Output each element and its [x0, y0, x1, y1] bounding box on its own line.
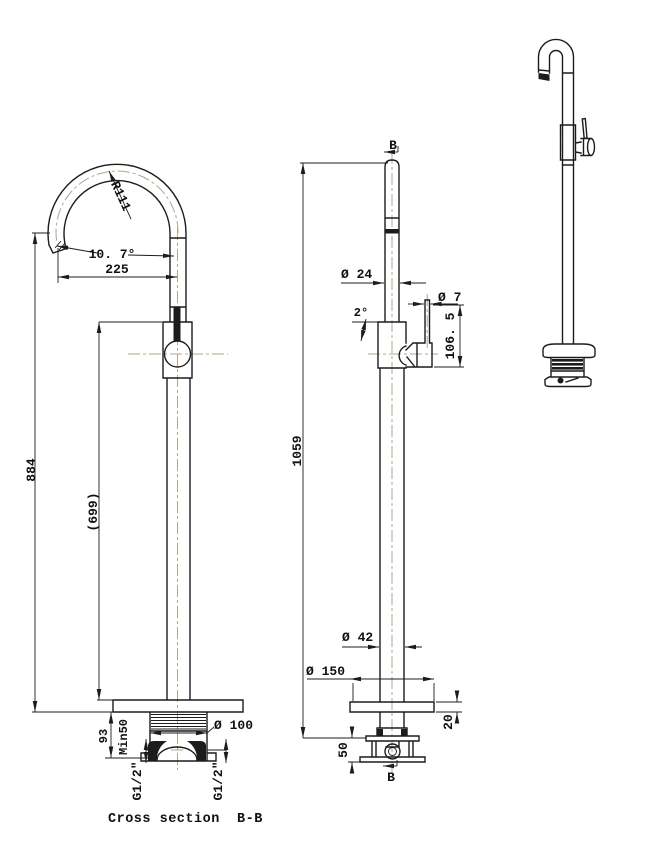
- cartridge-stem: [173, 307, 181, 341]
- label-total-height: 1059: [290, 435, 305, 466]
- column-seam-band: [385, 229, 399, 234]
- extension-lines-left: [32, 232, 226, 759]
- cross-section-view: R111 10. 7° 225 884 (699) 93 Min50 Ø 100…: [24, 163, 263, 827]
- label-radius: R111: [107, 179, 134, 214]
- section-label-bottom: B: [387, 770, 395, 785]
- spout-tip-hatch: [54, 240, 66, 251]
- dim-2deg-line: [360, 318, 367, 342]
- spout-centerline: [55, 170, 228, 770]
- left-inlet-section: [148, 741, 167, 761]
- label-floor-depth: 50: [336, 742, 351, 758]
- rendered-view: [537, 38, 596, 388]
- dim-angle-leader-right: [127, 253, 175, 259]
- label-base-height: 93: [97, 729, 111, 743]
- label-inlet-right: G1/2": [211, 761, 226, 800]
- waste-elbow-inner: [388, 747, 397, 756]
- thread-band-1: [552, 359, 583, 362]
- thread-band-3: [552, 367, 583, 370]
- dim-radius-leader: [108, 170, 132, 220]
- section-label-top: B: [389, 138, 397, 153]
- side-view: B Ø 24 2° Ø 7 106. 5 1059 Ø 42 Ø 150 20 …: [290, 138, 464, 785]
- faucet-body-outline: [47, 163, 244, 762]
- label-rod-diameter: Ø 7: [438, 290, 461, 305]
- label-plate-thickness: 20: [441, 714, 456, 730]
- label-spout-reach: 225: [105, 262, 129, 277]
- label-spout-angle: 10. 7°: [89, 247, 136, 262]
- collar-bolt-right: [401, 729, 407, 736]
- label-handle-height: 106. 5: [443, 312, 458, 359]
- label-column-height: (699): [86, 492, 101, 531]
- label-plate-diameter: Ø 150: [306, 664, 345, 679]
- handle-knob-cap: [586, 137, 596, 157]
- right-inlet-section: [187, 741, 206, 761]
- label-overall-height: 884: [24, 458, 39, 482]
- waste-elbow-outer: [384, 743, 401, 760]
- bracket-screw: [557, 377, 564, 384]
- thread-band-2: [552, 363, 583, 366]
- label-min-depth: Min50: [117, 719, 131, 755]
- label-lower-diameter: Ø 42: [342, 630, 373, 645]
- dim-angle-leader-left: [56, 245, 98, 254]
- label-base-diameter: Ø 100: [214, 718, 253, 733]
- thread-lines: [151, 714, 206, 730]
- collar-bolt-left: [377, 729, 383, 736]
- rendered-outline: [537, 38, 596, 388]
- label-inlet-left: G1/2": [130, 761, 145, 800]
- spout-tip-band: [538, 73, 550, 81]
- view-caption: Cross section B-B: [108, 812, 263, 827]
- column-centerline: [368, 152, 438, 772]
- label-handle-angle: 2°: [354, 306, 368, 320]
- label-column-diameter: Ø 24: [341, 267, 372, 282]
- faucet-side-outline: [349, 159, 435, 763]
